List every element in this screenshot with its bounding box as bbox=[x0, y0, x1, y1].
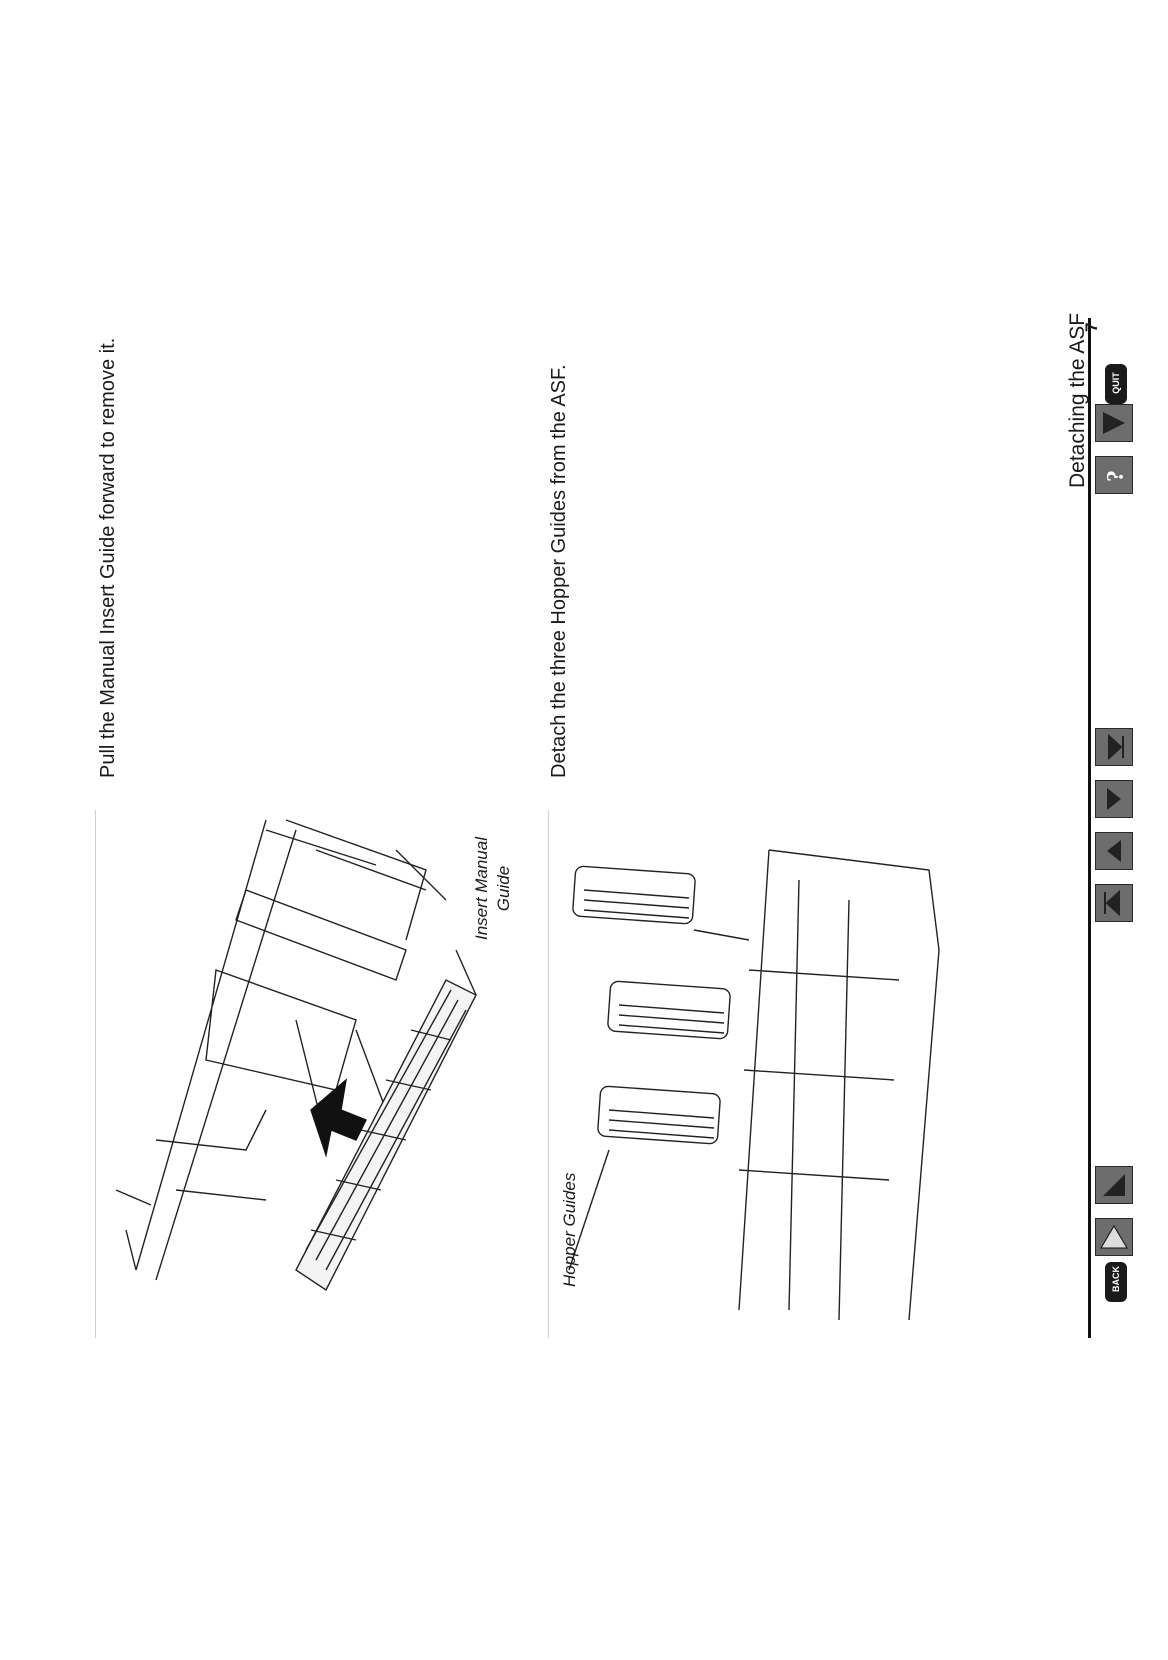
previous-page-button[interactable] bbox=[1095, 832, 1133, 870]
figure-manual-insert-guide bbox=[95, 810, 518, 1338]
back-icon bbox=[1099, 1222, 1129, 1252]
step-2-text: Detach the three Hopper Guides from the … bbox=[548, 364, 571, 778]
up-button[interactable] bbox=[1095, 1166, 1133, 1204]
up-icon bbox=[1099, 1170, 1129, 1200]
help-button[interactable]: ? bbox=[1095, 456, 1133, 494]
svg-text:?: ? bbox=[1103, 470, 1129, 482]
step-1-text: Pull the Manual Insert Guide forward to … bbox=[97, 338, 120, 778]
back-button[interactable] bbox=[1095, 1218, 1133, 1256]
quit-button-tag[interactable]: QUIT bbox=[1105, 364, 1127, 404]
last-page-icon bbox=[1099, 732, 1129, 762]
hopper-guide-2 bbox=[607, 981, 730, 1039]
page-title: Detaching the ASF bbox=[1066, 313, 1090, 488]
back-button-tag[interactable]: BACK bbox=[1105, 1262, 1127, 1302]
quit-icon bbox=[1099, 408, 1129, 438]
insert-manual-guide-label: Insert Manual Guide bbox=[471, 837, 515, 940]
last-page-button[interactable] bbox=[1095, 728, 1133, 766]
title-rule bbox=[1088, 318, 1091, 1338]
hopper-guide-1 bbox=[572, 866, 695, 924]
hopper-guides-label: Hopper Guides bbox=[560, 1173, 580, 1287]
pull-arrow bbox=[311, 1080, 366, 1155]
first-page-button[interactable] bbox=[1095, 884, 1133, 922]
figure-hopper-guides bbox=[548, 810, 971, 1338]
quit-button[interactable] bbox=[1095, 404, 1133, 442]
page-number: 7 bbox=[1082, 323, 1102, 332]
next-page-button[interactable] bbox=[1095, 780, 1133, 818]
previous-page-icon bbox=[1099, 836, 1129, 866]
next-page-icon bbox=[1099, 784, 1129, 814]
hopper-guide-3 bbox=[597, 1086, 720, 1144]
first-page-icon bbox=[1099, 888, 1129, 918]
help-icon: ? bbox=[1099, 460, 1129, 490]
